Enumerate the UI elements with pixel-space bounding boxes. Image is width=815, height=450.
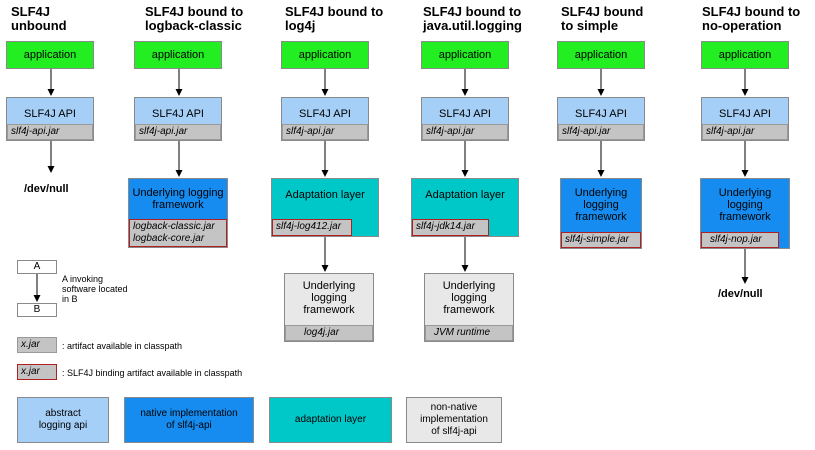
slf4j-api-box: SLF4J API slf4j-api.jar	[281, 97, 369, 141]
slf4j-api-box: SLF4J API slf4j-api.jar	[6, 97, 94, 141]
adaptation-layer-box: Adaptation layer slf4j-log412.jar	[271, 178, 379, 237]
adaptation-layer-box: Adaptation layer slf4j-jdk14.jar	[411, 178, 519, 237]
slf4j-api-box: SLF4J API slf4j-api.jar	[557, 97, 645, 141]
legend-jar-text: : artifact available in classpath	[62, 341, 183, 351]
dev-null-label: /dev/null	[718, 288, 763, 300]
application-box: application	[421, 41, 509, 69]
application-box: application	[557, 41, 645, 69]
legend-box-a: A	[17, 260, 57, 274]
slf4j-api-box: SLF4J API slf4j-api.jar	[421, 97, 509, 141]
legend-binding-text: : SLF4J binding artifact available in cl…	[62, 368, 243, 378]
legend-box-b: B	[17, 303, 57, 317]
application-box: application	[6, 41, 94, 69]
dev-null-label: /dev/null	[24, 183, 69, 195]
application-box: application	[281, 41, 369, 69]
slf4j-api-box: SLF4J API slf4j-api.jar	[134, 97, 222, 141]
application-box: application	[134, 41, 222, 69]
legend-adaptation-layer: adaptation layer	[269, 397, 392, 443]
legend-binding-sample: x.jar	[17, 364, 57, 380]
application-box: application	[701, 41, 789, 69]
legend-jar-sample: x.jar	[17, 337, 57, 353]
slf4j-api-box: SLF4J API slf4j-api.jar	[701, 97, 789, 141]
